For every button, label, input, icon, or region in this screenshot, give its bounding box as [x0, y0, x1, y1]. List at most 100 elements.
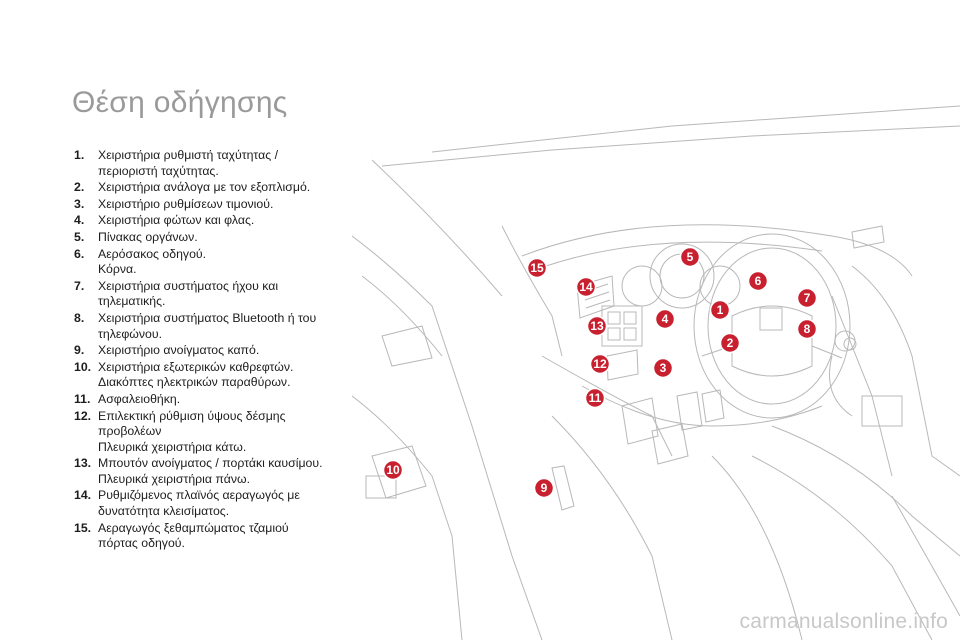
marker-circle	[382, 459, 404, 481]
marker-circle	[652, 357, 674, 379]
callout-marker-2: 2	[719, 332, 741, 354]
legend-number: 9.	[74, 343, 85, 358]
page-title: Θέση οδήγησης	[72, 86, 288, 119]
legend-item: 9. Χειριστήριο ανοίγματος καπό.	[74, 343, 342, 359]
legend-number: 7.	[74, 278, 85, 293]
legend-line: Χειριστήριο ρυθμίσεων τιμονιού.	[98, 196, 274, 211]
legend-number: 5.	[74, 229, 85, 244]
marker-label: 12	[593, 357, 607, 371]
callout-marker-8: 8	[796, 318, 818, 340]
legend-text: Χειριστήρια ανάλογα με τον εξοπλισμό.	[98, 180, 342, 196]
legend-number: 10.	[74, 359, 92, 374]
legend-number: 15.	[74, 520, 92, 535]
legend-item: 13. Μπουτόν ανοίγματος / πορτάκι καυσίμου…	[74, 456, 342, 487]
top-band	[0, 0, 960, 76]
legend-line: Κόρνα.	[98, 262, 137, 277]
marker-label: 1	[717, 303, 724, 317]
marker-label: 6	[755, 274, 762, 288]
marker-label: 4	[662, 312, 669, 326]
callout-marker-6: 6	[747, 270, 769, 292]
legend-line: προβολέων	[98, 424, 162, 439]
marker-circle	[709, 299, 731, 321]
legend-line: Μπουτόν ανοίγματος / πορτάκι καυσίμου.	[98, 456, 323, 471]
marker-label: 2	[727, 336, 734, 350]
callout-marker-12: 12	[589, 353, 611, 375]
legend-line: Χειριστήριο ανοίγματος καπό.	[98, 343, 260, 358]
callout-marker-7: 7	[796, 287, 818, 309]
legend-text: Μπουτόν ανοίγματος / πορτάκι καυσίμου.Πλ…	[98, 456, 342, 487]
legend-text: Ασφαλειοθήκη.	[98, 392, 342, 408]
callout-marker-3: 3	[652, 357, 674, 379]
legend-line: Ρυθμιζόμενος πλαϊνός αεραγωγός με	[98, 488, 300, 503]
marker-circle	[654, 308, 676, 330]
marker-circle	[526, 257, 548, 279]
callout-marker-11: 11	[584, 387, 606, 409]
legend-text: Χειριστήριο ρυθμίσεων τιμονιού.	[98, 197, 342, 213]
marker-label: 14	[579, 280, 593, 294]
marker-circle	[796, 318, 818, 340]
marker-label: 7	[804, 291, 811, 305]
legend-line: Χειριστήρια ανάλογα με τον εξοπλισμό.	[98, 180, 311, 195]
legend-text: Χειριστήρια φώτων και φλας.	[98, 213, 342, 229]
marker-label: 15	[530, 261, 544, 275]
legend-number: 6.	[74, 246, 85, 261]
legend-number: 1.	[74, 148, 85, 162]
legend-line: Πλευρικά χειριστήρια κάτω.	[98, 439, 247, 454]
legend-line: Πλευρικά χειριστήρια πάνω.	[98, 471, 251, 486]
marker-circle	[679, 246, 701, 268]
callout-marker-1: 1	[709, 299, 731, 321]
legend-item: 10. Χειριστήρια εξωτερικών καθρεφτών.Διακ…	[74, 360, 342, 391]
marker-label: 11	[589, 391, 602, 405]
marker-circle	[747, 270, 769, 292]
callout-marker-13: 13	[586, 315, 608, 337]
marker-circle	[575, 276, 597, 298]
legend-line: Χειριστήρια εξωτερικών καθρεφτών.	[98, 359, 294, 374]
marker-circle	[796, 287, 818, 309]
legend-item: 1. Χειριστήρια ρυθμιστή ταχύτητας /περιορ…	[74, 148, 342, 179]
legend-line: τηλεφώνου.	[98, 326, 163, 341]
marker-label: 13	[590, 319, 604, 333]
marker-label: 10	[386, 463, 400, 477]
marker-circle	[586, 315, 608, 337]
legend-item: 6. Αερόσακος οδηγού.Κόρνα.	[74, 247, 342, 278]
marker-label: 9	[541, 481, 548, 495]
legend-number: 3.	[74, 196, 85, 211]
legend-number: 13.	[74, 456, 92, 471]
callout-marker-14: 14	[575, 276, 597, 298]
legend-item: 11. Ασφαλειοθήκη.	[74, 392, 342, 408]
legend-line: Χειριστήρια συστήματος Bluetooth ή του	[98, 310, 317, 325]
legend-number: 12.	[74, 408, 92, 423]
legend-item: 2.Χειριστήρια ανάλογα με τον εξοπλισμό.	[74, 180, 342, 196]
marker-label: 8	[804, 322, 811, 336]
legend-number: 8.	[74, 310, 85, 325]
watermark: carmanualsonline.info	[739, 610, 948, 633]
legend-line: Χειριστήρια ρυθμιστή ταχύτητας /	[98, 148, 278, 162]
legend-line: Αεραγωγός ξεθαμπώματος τζαμιού	[98, 520, 289, 535]
legend-list: 1. Χειριστήρια ρυθμιστή ταχύτητας /περιορ…	[74, 148, 342, 553]
legend-line: δυνατότητα κλεισίματος.	[98, 504, 230, 519]
legend-line: περιοριστή ταχύτητας.	[98, 163, 219, 178]
callout-marker-4: 4	[654, 308, 676, 330]
legend-text: Χειριστήρια εξωτερικών καθρεφτών.Διακόπτ…	[98, 360, 342, 391]
legend-line: τηλεματικής.	[98, 294, 166, 309]
legend-text: Πίνακας οργάνων.	[98, 230, 342, 246]
legend-item: 3. Χειριστήριο ρυθμίσεων τιμονιού.	[74, 197, 342, 213]
legend-item: 4. Χειριστήρια φώτων και φλας.	[74, 213, 342, 229]
marker-label: 3	[660, 361, 667, 375]
legend-text: Χειριστήρια ρυθμιστή ταχύτητας /περιορισ…	[98, 148, 342, 179]
legend-line: πόρτας οδηγού.	[98, 536, 185, 551]
legend-text: Αερόσακος οδηγού.Κόρνα.	[98, 247, 342, 278]
legend-number: 4.	[74, 213, 85, 228]
legend-text: Χειριστήριο ανοίγματος καπό.	[98, 343, 342, 359]
legend-number: 11.	[74, 391, 91, 406]
legend-line: Χειριστήρια φώτων και φλας.	[98, 213, 255, 228]
legend-line: Πίνακας οργάνων.	[98, 229, 198, 244]
legend-item: 5. Πίνακας οργάνων.	[74, 230, 342, 246]
